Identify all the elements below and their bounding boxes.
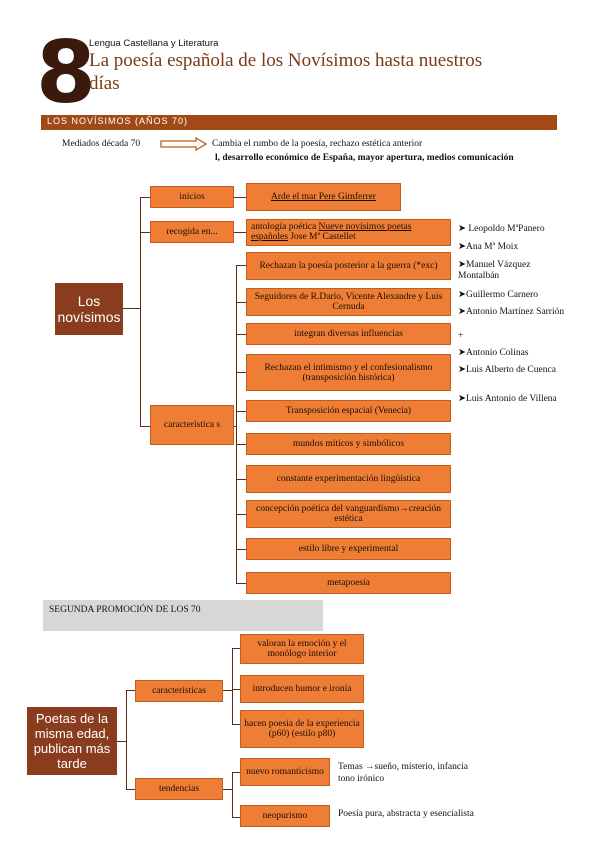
section-header-segunda: SEGUNDA PROMOCIÓN DE LOS 70 xyxy=(43,600,323,631)
branch-inicios: inicios xyxy=(150,186,234,208)
connector xyxy=(236,444,246,445)
connector xyxy=(140,197,141,427)
section-header-novisimos: LOS NOVÍSIMOS (AÑOS 70) xyxy=(41,115,557,130)
feature-item: Transposición espacial (Venecia) xyxy=(246,400,451,422)
branch-tendencias: tendencias xyxy=(135,778,223,800)
connector xyxy=(140,197,150,198)
intro-left-text: Mediados década 70 xyxy=(62,139,141,149)
connector xyxy=(232,772,233,818)
poet-separator: + xyxy=(458,331,464,341)
leaf-recogida-c: Jose Mª Castellet xyxy=(287,232,356,242)
poet-item: ➤Ana Mª Moix xyxy=(458,242,519,252)
leaf-recogida: antología poética Nueve novísimos poetas… xyxy=(246,219,451,246)
connector xyxy=(236,411,246,412)
connector xyxy=(232,648,233,725)
connector xyxy=(232,772,240,773)
poet-item: ➤Antonio Colinas xyxy=(458,348,529,358)
connector xyxy=(126,690,127,789)
connector xyxy=(234,426,236,427)
tendencia-desc-line2: tono irónico xyxy=(338,774,385,784)
connector xyxy=(232,648,240,649)
connector xyxy=(126,789,135,790)
feature-item: metapoesía xyxy=(246,572,451,594)
connector xyxy=(236,479,246,480)
subject-label: Lengua Castellana y Literatura xyxy=(89,38,219,49)
feature-item-2: introducen humor e ironía xyxy=(240,675,364,703)
poet-item: ➤Luis Antonio de Villena xyxy=(458,394,557,404)
tendencia-desc-line1: Temas →sueño, misterio, infancia xyxy=(338,762,468,772)
feature-item-2: hacen poesía de la experiencia (p60) (es… xyxy=(240,710,364,748)
connector xyxy=(236,549,246,550)
connector xyxy=(234,232,246,233)
feature-item: constante experimentación lingüística xyxy=(246,465,451,493)
root-node-novisimos: Los novísimos xyxy=(55,283,123,335)
poet-item: ➤Manuel Vázquez Montalbán xyxy=(458,260,531,281)
connector xyxy=(123,308,140,309)
leaf-recogida-a: antología poética xyxy=(251,222,319,232)
connector xyxy=(117,741,126,742)
connector xyxy=(236,302,246,303)
leaf-inicios: Arde el mar Pere Gimferrer xyxy=(246,183,401,211)
connector xyxy=(232,724,240,725)
tendencia-nuevo-romanticismo: nuevo romanticismo xyxy=(240,758,330,786)
connector xyxy=(223,789,232,790)
connector xyxy=(236,583,246,584)
connector xyxy=(236,265,237,583)
root-node-segunda: Poetas de la misma edad, publican más ta… xyxy=(27,707,117,775)
connector xyxy=(236,514,246,515)
feature-item: estilo libre y experimental xyxy=(246,538,451,560)
branch-caracteristicas-2: características xyxy=(135,680,223,702)
connector xyxy=(126,690,135,691)
tendencia-desc-line1: Poesía pura, abstracta y esencialista xyxy=(338,809,474,819)
poet-item: ➤Luis Alberto de Cuenca xyxy=(458,365,556,375)
page-title: La poesía española de los Novísimos hast… xyxy=(89,50,483,94)
feature-item: Rechazan el intimismo y el confesionalis… xyxy=(246,354,451,391)
section-header-label: SEGUNDA PROMOCIÓN DE LOS 70 xyxy=(49,605,201,615)
connector xyxy=(232,689,240,690)
branch-caracteristicas: característica s xyxy=(150,405,234,445)
poet-item: ➤ Leopoldo MªPanero xyxy=(458,224,545,234)
leaf-inicios-text: Arde el mar Pere Gimferrer xyxy=(271,192,376,202)
intro-right-line2: l, desarrollo económico de España, mayor… xyxy=(215,153,514,163)
chapter-number: 8 xyxy=(36,23,96,123)
feature-item: concepción poética del vanguardismo→crea… xyxy=(246,500,451,528)
connector xyxy=(236,334,246,335)
feature-item: Seguidores de R.Darío, Vicente Alexandre… xyxy=(246,288,451,316)
connector xyxy=(236,372,246,373)
feature-item: Rechazan la poesía posterior a la guerra… xyxy=(246,252,451,280)
leaf-recogida-title: Nueve novísimos poetas españoles xyxy=(251,222,412,242)
feature-item: integran diversas influencias xyxy=(246,323,451,345)
intro-right-line1: Cambia el rumbo de la poesía, rechazo es… xyxy=(212,139,423,149)
connector xyxy=(223,690,232,691)
connector xyxy=(236,265,246,266)
connector xyxy=(234,197,246,198)
tendencia-neopurismo: neopurismo xyxy=(240,805,330,827)
poet-item: ➤Guillermo Carnero xyxy=(458,290,538,300)
poet-item: ➤Antonio Martínez Sarrión xyxy=(458,307,565,317)
connector xyxy=(232,817,240,818)
section-header-label: LOS NOVÍSIMOS (AÑOS 70) xyxy=(47,116,189,126)
feature-item: mundos míticos y simbólicos xyxy=(246,433,451,455)
connector xyxy=(140,232,150,233)
connector xyxy=(140,426,150,427)
feature-item-2: valoran la emoción y el monólogo interio… xyxy=(240,634,364,664)
arrow-right-icon xyxy=(160,137,208,151)
branch-recogida: recogida en... xyxy=(150,221,234,243)
